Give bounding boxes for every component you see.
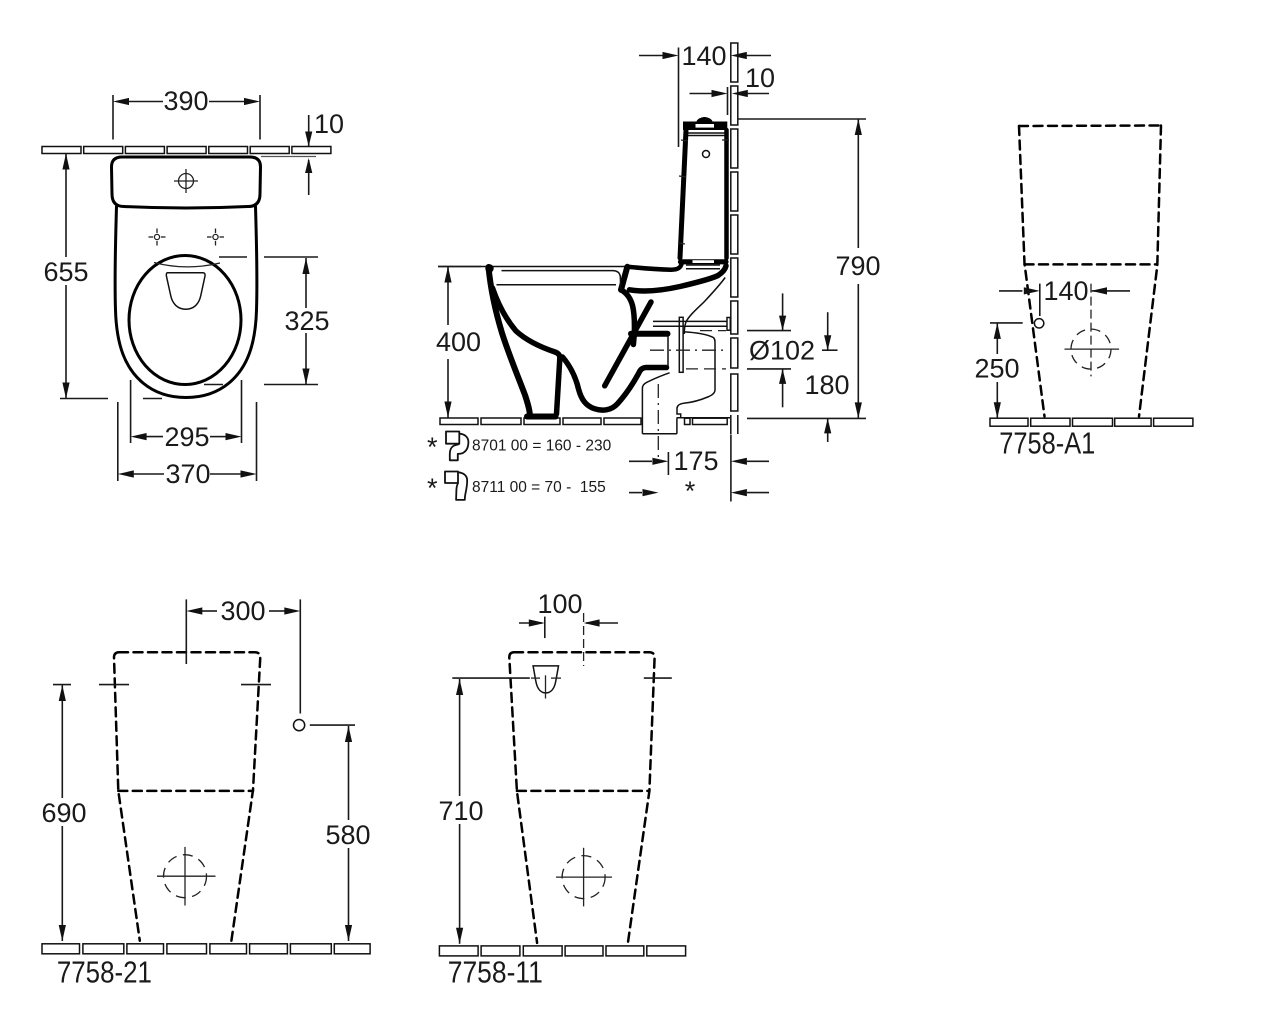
svg-text:10: 10 <box>314 109 344 139</box>
svg-text:Ø102: Ø102 <box>749 336 815 366</box>
svg-text:180: 180 <box>804 370 849 400</box>
svg-text:*: * <box>427 432 438 462</box>
svg-text:370: 370 <box>165 459 210 489</box>
svg-text:100: 100 <box>537 589 582 619</box>
svg-text:175: 175 <box>673 446 718 476</box>
svg-text:300: 300 <box>220 596 265 626</box>
svg-text:400: 400 <box>436 327 481 357</box>
svg-text:325: 325 <box>284 306 329 336</box>
svg-text:7758-A1: 7758-A1 <box>999 427 1095 461</box>
svg-text:8711 00 = 70 - 155: 8711 00 = 70 - 155 <box>472 479 606 496</box>
svg-text:710: 710 <box>438 796 483 826</box>
svg-text:790: 790 <box>835 251 880 281</box>
svg-text:7758-11: 7758-11 <box>448 956 543 990</box>
svg-text:10: 10 <box>745 63 775 93</box>
svg-text:295: 295 <box>164 422 209 452</box>
svg-text:655: 655 <box>43 257 88 287</box>
svg-text:7758-21: 7758-21 <box>57 956 152 990</box>
svg-text:250: 250 <box>974 354 1019 384</box>
svg-text:140: 140 <box>1043 276 1088 306</box>
svg-text:*: * <box>427 473 438 503</box>
svg-text:690: 690 <box>41 798 86 828</box>
svg-text:580: 580 <box>325 820 370 850</box>
svg-text:140: 140 <box>681 41 726 71</box>
svg-text:8701 00 = 160 - 230: 8701 00 = 160 - 230 <box>472 438 612 455</box>
svg-text:390: 390 <box>163 86 208 116</box>
svg-text:*: * <box>685 476 696 506</box>
